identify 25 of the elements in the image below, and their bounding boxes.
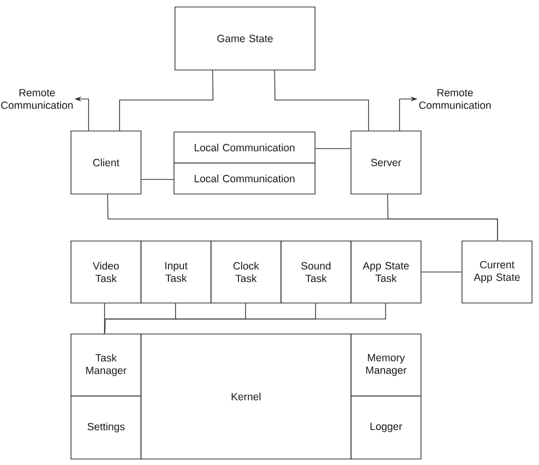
component-box: Server: [350, 130, 422, 194]
connector-line: [104, 302, 105, 334]
connector-line: [119, 70, 214, 131]
component-box: Current App State: [462, 240, 532, 304]
component-box: Video Task: [70, 240, 142, 304]
component-box: Kernel: [140, 334, 352, 460]
component-box: Input Task: [140, 240, 212, 304]
connector-line: [141, 178, 174, 180]
component-box: Sound Task: [280, 240, 352, 304]
component-box: Local Communication: [174, 132, 316, 164]
text-label: Remote Communication: [1, 89, 73, 109]
component-box: Client: [70, 130, 142, 194]
component-box: Settings: [70, 396, 142, 460]
component-box: Local Communication: [174, 162, 316, 194]
component-box: App State Task: [350, 240, 422, 304]
text-label: Remote Communication: [419, 89, 491, 109]
connector-line: [315, 148, 351, 149]
component-box: Task Manager: [70, 334, 142, 396]
connector-line: [387, 194, 498, 241]
component-box: Logger: [350, 396, 422, 460]
component-box: Clock Task: [210, 240, 282, 304]
connector-line: [274, 70, 369, 131]
component-box: Memory Manager: [350, 334, 422, 396]
connector-line: [104, 302, 386, 334]
component-box: Game State: [174, 6, 316, 70]
